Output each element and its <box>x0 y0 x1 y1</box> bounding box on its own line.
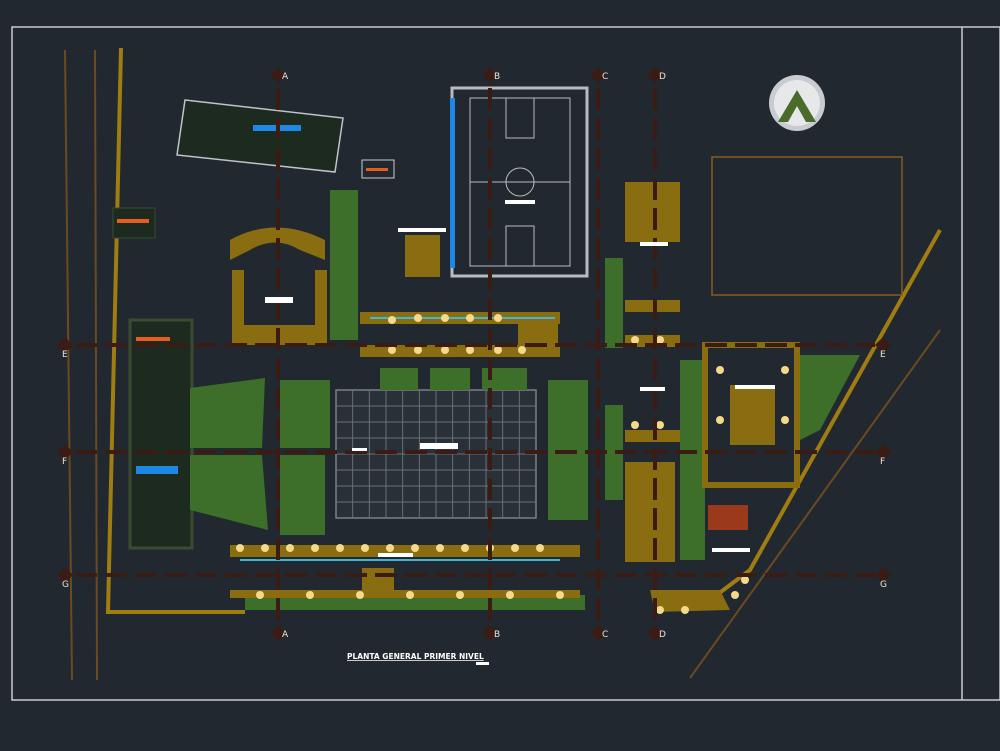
light-fixture <box>466 314 474 322</box>
light-fixture <box>441 346 449 354</box>
light-fixture <box>494 314 502 322</box>
light-fixture <box>466 346 474 354</box>
axis-label-E: E <box>62 350 68 360</box>
light-fixture <box>494 346 502 354</box>
light-fixture <box>461 544 469 552</box>
drawing-frame <box>11 26 1000 701</box>
light-fixture <box>411 544 419 552</box>
light-fixture <box>556 591 564 599</box>
light-fixture <box>414 314 422 322</box>
light-fixture <box>361 544 369 552</box>
axis-label-A: A <box>282 72 289 82</box>
light-fixture <box>656 421 664 429</box>
light-fixture <box>536 544 544 552</box>
axis-label-B: B <box>494 72 500 82</box>
title-underline-mark <box>476 662 489 665</box>
light-fixture <box>386 544 394 552</box>
room-labels <box>265 200 775 557</box>
axis-label-C: C <box>602 72 608 82</box>
basketball-court <box>450 86 589 278</box>
light-fixture <box>456 591 464 599</box>
light-fixture <box>781 366 789 374</box>
light-fixture <box>716 416 724 424</box>
light-fixture <box>406 591 414 599</box>
light-fixture <box>436 544 444 552</box>
axis-label-A: A <box>282 630 289 640</box>
light-fixture <box>236 544 244 552</box>
light-fixture <box>631 421 639 429</box>
light-fixture <box>656 606 664 614</box>
axis-label-G: G <box>880 580 887 590</box>
light-fixture <box>656 336 664 344</box>
green-areas <box>190 190 860 610</box>
axis-label-B: B <box>494 630 500 640</box>
light-fixtures <box>236 314 789 614</box>
axis-label-F: F <box>62 457 67 467</box>
light-fixture <box>311 544 319 552</box>
water-channels <box>240 317 560 561</box>
light-fixture <box>511 544 519 552</box>
light-fixture <box>261 544 269 552</box>
axis-label-F: F <box>880 457 885 467</box>
light-fixture <box>631 336 639 344</box>
light-fixture <box>681 606 689 614</box>
light-fixture <box>388 346 396 354</box>
light-fixture <box>716 366 724 374</box>
light-fixture <box>518 346 526 354</box>
light-fixture <box>731 591 739 599</box>
drawing-title: PLANTA GENERAL PRIMER NIVEL <box>347 652 484 661</box>
light-fixture <box>336 544 344 552</box>
light-fixture <box>256 591 264 599</box>
light-fixture <box>356 591 364 599</box>
axis-label-G: G <box>62 580 69 590</box>
light-fixture <box>414 346 422 354</box>
axis-label-D: D <box>659 630 666 640</box>
axis-label-D: D <box>659 72 666 82</box>
building-blocks <box>230 182 800 612</box>
light-fixture <box>781 416 789 424</box>
axis-label-C: C <box>602 630 608 640</box>
structural-grid-axes: A A B B C C D D E E F F G G <box>57 67 891 641</box>
light-fixture <box>506 591 514 599</box>
light-fixture <box>388 316 396 324</box>
axis-label-E: E <box>880 350 886 360</box>
light-fixture <box>441 314 449 322</box>
light-fixture <box>741 576 749 584</box>
north-arrow-icon <box>769 75 825 131</box>
light-fixture <box>306 591 314 599</box>
light-fixture <box>286 544 294 552</box>
